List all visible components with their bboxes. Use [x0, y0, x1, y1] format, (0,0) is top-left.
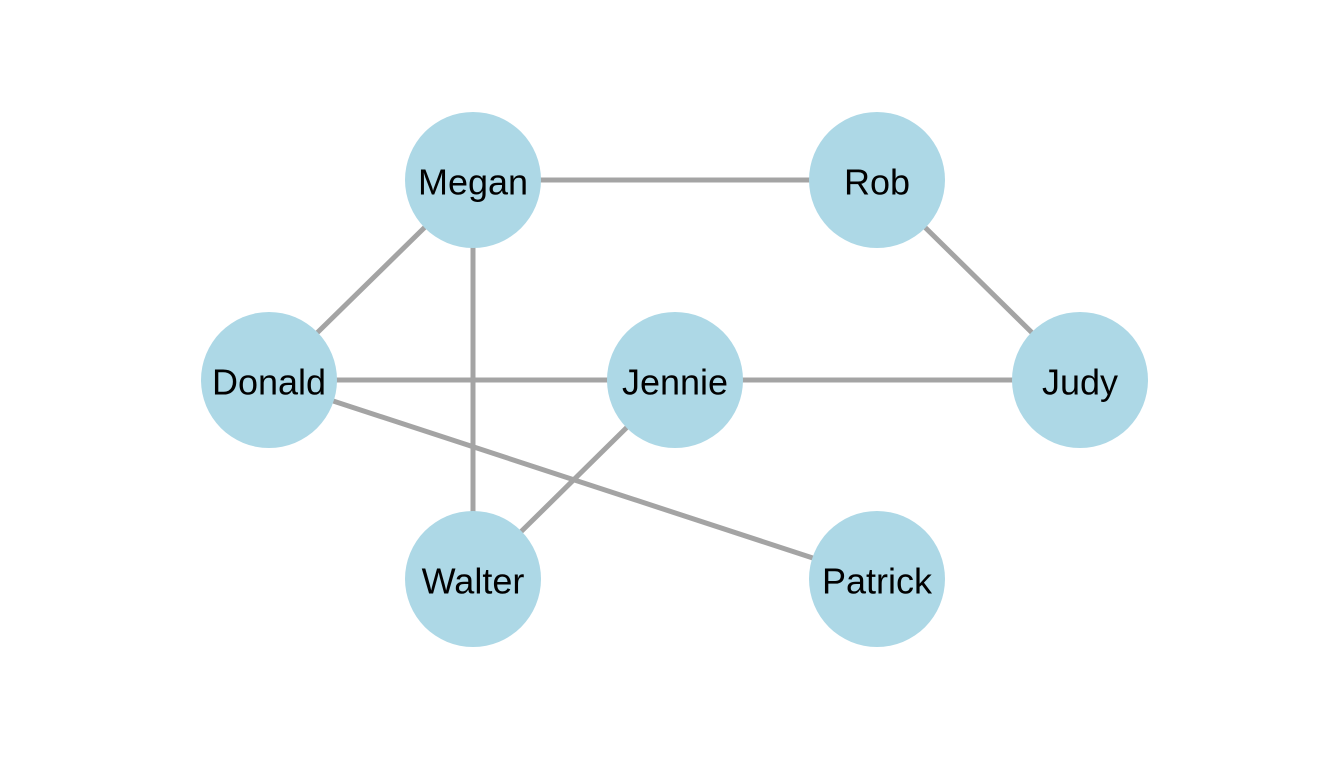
node-megan: Megan [405, 112, 541, 248]
node-patrick: Patrick [809, 511, 945, 647]
node-circle-walter [405, 511, 541, 647]
node-circle-donald [201, 312, 337, 448]
node-circle-megan [405, 112, 541, 248]
node-label-rob: Rob [844, 162, 910, 203]
node-label-judy: Judy [1042, 362, 1118, 403]
node-rob: Rob [809, 112, 945, 248]
node-judy: Judy [1012, 312, 1148, 448]
node-circle-judy [1012, 312, 1148, 448]
node-label-jennie: Jennie [622, 362, 728, 403]
node-label-walter: Walter [422, 561, 525, 602]
node-circle-jennie [607, 312, 743, 448]
node-jennie: Jennie [607, 312, 743, 448]
node-circle-patrick [809, 511, 945, 647]
node-walter: Walter [405, 511, 541, 647]
node-label-donald: Donald [212, 362, 326, 403]
node-label-megan: Megan [418, 162, 528, 203]
node-circle-rob [809, 112, 945, 248]
node-label-patrick: Patrick [822, 561, 933, 602]
node-donald: Donald [201, 312, 337, 448]
